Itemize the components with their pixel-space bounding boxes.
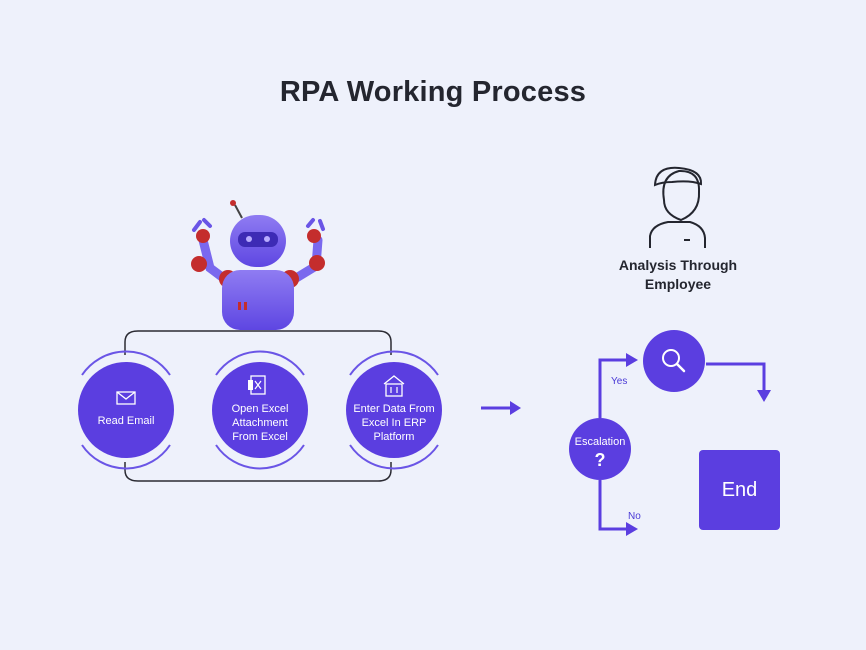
- yes-label: Yes: [611, 376, 628, 387]
- magnifier-icon: [662, 349, 686, 373]
- escalation-label: Escalation: [574, 436, 626, 448]
- person-icon: [649, 166, 706, 248]
- step-read-email: [78, 350, 174, 470]
- end-box: End: [699, 450, 780, 530]
- email-icon: [116, 391, 136, 405]
- robot-illustration: [191, 200, 325, 330]
- no-label: No: [628, 511, 641, 522]
- step-label-open-excel: Open Excel Attachment From Excel: [231, 403, 289, 443]
- excel-file-icon: [248, 375, 266, 395]
- step-label-read-email: Read Email: [97, 415, 155, 427]
- main-arrow: [481, 401, 521, 415]
- process-bracket-bottom: [124, 462, 392, 482]
- employee-label: Analysis Through Employee: [618, 257, 738, 292]
- step-label-enter-data: Enter Data From Excel In ERP Platform: [353, 403, 435, 443]
- step-open-excel: [212, 350, 308, 470]
- yes-branch-arrow: [598, 353, 638, 418]
- building-icon: [383, 375, 405, 397]
- step-enter-data-erp: [346, 350, 442, 470]
- end-label: End: [721, 478, 758, 501]
- analysis-to-end-arrow: [706, 362, 771, 402]
- no-branch-arrow: [598, 480, 638, 536]
- diagram-title: RPA Working Process: [279, 76, 587, 108]
- escalation-question-mark: ?: [594, 450, 606, 470]
- analysis-step: [643, 330, 705, 392]
- process-bracket-top: [124, 330, 392, 355]
- escalation-decision: [569, 418, 631, 480]
